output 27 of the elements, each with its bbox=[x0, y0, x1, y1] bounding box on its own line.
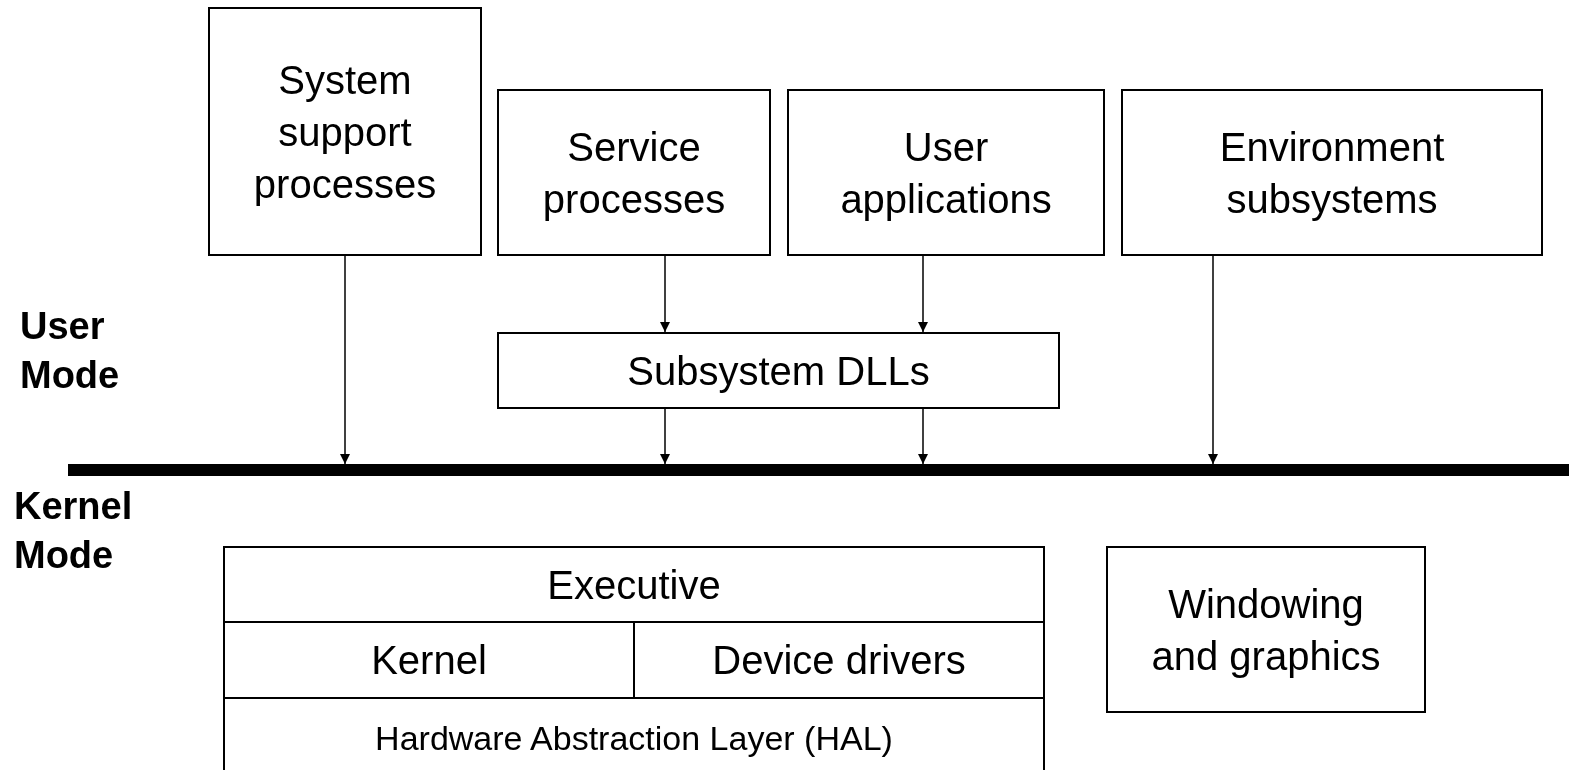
process-box bbox=[1121, 89, 1543, 256]
process-box bbox=[497, 89, 771, 256]
box-label: User applications bbox=[839, 123, 1053, 223]
box-label: Device drivers bbox=[711, 637, 967, 684]
box-label: Executive bbox=[546, 561, 722, 609]
box-label: Service processes bbox=[541, 123, 727, 223]
process-box bbox=[1106, 546, 1426, 713]
mode-label: User Mode bbox=[20, 304, 121, 399]
mode-label: Kernel Mode bbox=[14, 484, 134, 579]
box-label: Kernel bbox=[370, 637, 488, 684]
process-box bbox=[223, 697, 1045, 770]
box-label: Subsystem DLLs bbox=[626, 347, 931, 395]
process-box bbox=[497, 332, 1060, 409]
arrow bbox=[660, 408, 670, 465]
arrow bbox=[918, 408, 928, 465]
arrow bbox=[918, 255, 928, 333]
process-box bbox=[787, 89, 1105, 256]
mode-divider-bar bbox=[68, 464, 1569, 476]
process-box bbox=[223, 546, 1045, 623]
box-label: Hardware Abstraction Layer (HAL) bbox=[374, 717, 894, 759]
arrow bbox=[1208, 255, 1218, 465]
arrow bbox=[340, 255, 350, 465]
arrow bbox=[660, 255, 670, 333]
process-box bbox=[208, 7, 482, 256]
box-label: Environment subsystems bbox=[1218, 123, 1446, 223]
box-label: System support processes bbox=[252, 56, 438, 208]
box-label: Windowing and graphics bbox=[1150, 580, 1382, 680]
